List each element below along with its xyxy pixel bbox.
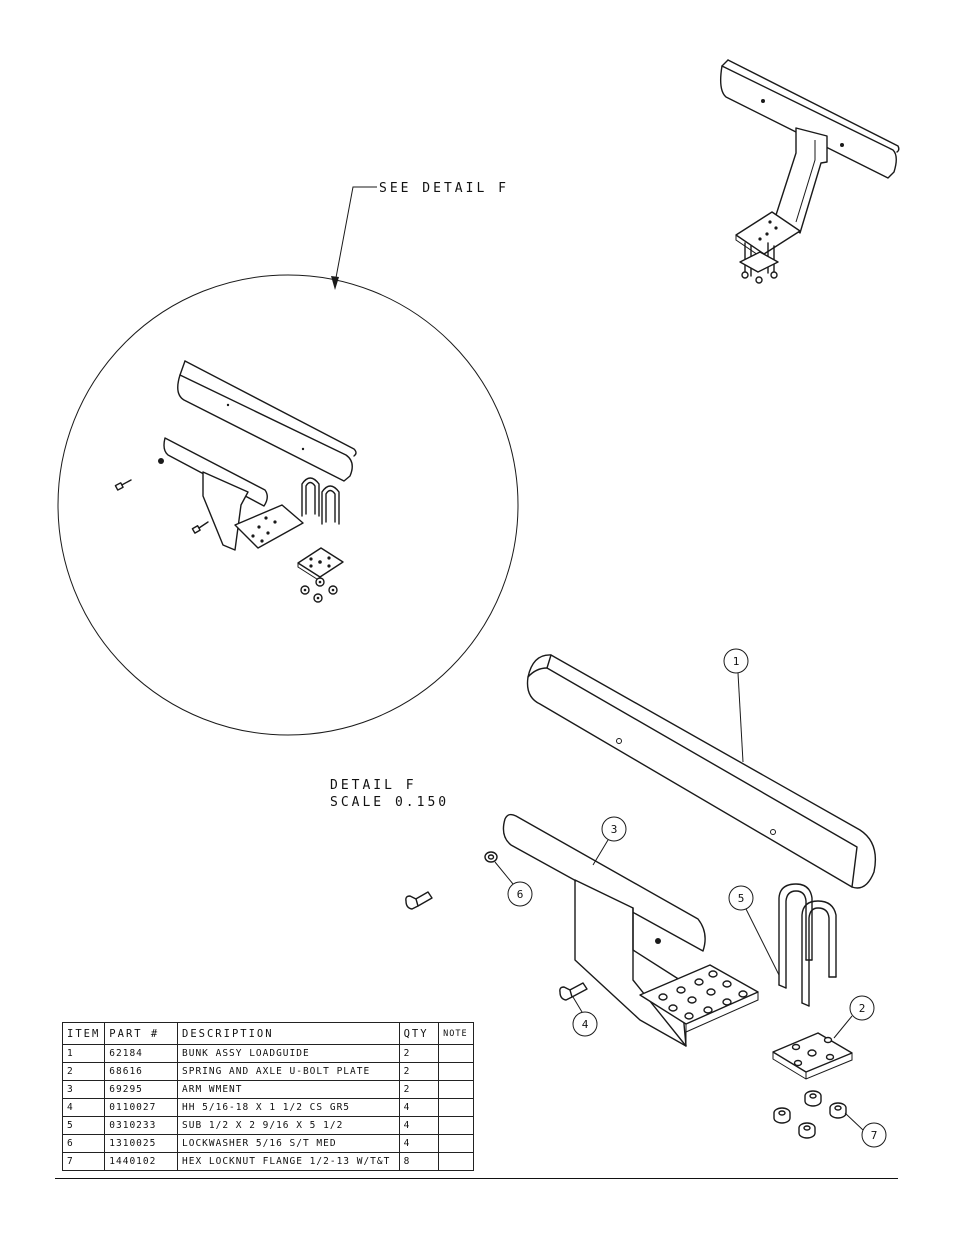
bom-part: 1310025 xyxy=(104,1134,179,1153)
bom-description: HEX LOCKNUT FLANGE 1/2-13 W/T&T xyxy=(177,1152,400,1171)
bom-header-part: PART # xyxy=(104,1022,179,1045)
assembled-bunk xyxy=(719,59,900,179)
callout-7: 7 xyxy=(844,1112,887,1148)
detail-arm xyxy=(163,437,304,551)
bom-item: 5 xyxy=(61,1116,106,1135)
bom-part: 0310233 xyxy=(104,1116,179,1135)
callout-5: 5 xyxy=(728,885,780,976)
table-row: 6 1310025 LOCKWASHER 5/16 S/T MED 4 xyxy=(61,1134,474,1153)
bom-header-note: NOTE xyxy=(438,1022,474,1045)
assembled-view xyxy=(719,59,900,284)
bom-header-qty: QTY xyxy=(398,1022,440,1045)
hex-bolt-upper xyxy=(405,891,433,910)
bom-header-row: ITEM PART # DESCRIPTION QTY NOTE xyxy=(61,1022,474,1045)
svg-text:4: 4 xyxy=(582,1018,589,1031)
assembled-plate xyxy=(735,211,801,260)
bom-item: 2 xyxy=(61,1062,106,1081)
bom-item: 3 xyxy=(61,1080,106,1099)
bom-note xyxy=(438,1152,474,1171)
bom-part: 1440102 xyxy=(104,1152,179,1171)
bom-qty: 4 xyxy=(398,1116,440,1135)
bom-note xyxy=(438,1062,474,1081)
assembled-ubolts xyxy=(739,242,779,284)
bom-qty: 2 xyxy=(398,1062,440,1081)
callout-4: 4 xyxy=(572,996,598,1037)
bom-description: SPRING AND AXLE U-BOLT PLATE xyxy=(177,1062,400,1081)
svg-text:3: 3 xyxy=(611,823,618,836)
bom-note xyxy=(438,1134,474,1153)
bom-part: 68616 xyxy=(104,1062,179,1081)
bom-qty: 2 xyxy=(398,1080,440,1099)
svg-text:7: 7 xyxy=(871,1129,878,1142)
bom-item: 6 xyxy=(61,1134,106,1153)
detail-ubolt-plate xyxy=(297,547,344,582)
detail-bolts xyxy=(114,479,209,534)
bom-part: 0110027 xyxy=(104,1098,179,1117)
bom-description: SUB 1/2 X 2 9/16 X 5 1/2 xyxy=(177,1116,400,1135)
bunk-board xyxy=(526,654,877,889)
bom-qty: 4 xyxy=(398,1098,440,1117)
bom-description: ARM WMENT xyxy=(177,1080,400,1099)
detail-circle xyxy=(57,274,519,736)
bom-qty: 4 xyxy=(398,1134,440,1153)
lockwasher xyxy=(484,851,498,863)
u-bolt-plate xyxy=(772,1032,853,1080)
bom-note xyxy=(438,1116,474,1135)
svg-text:2: 2 xyxy=(859,1002,866,1015)
bom-part: 62184 xyxy=(104,1044,179,1063)
svg-text:1: 1 xyxy=(733,655,740,668)
detail-bunk xyxy=(177,360,357,482)
detail-scale: SCALE 0.150 xyxy=(330,795,449,810)
detail-caption: DETAIL F SCALE 0.150 xyxy=(330,778,449,810)
bom-header-description: DESCRIPTION xyxy=(177,1022,400,1045)
bom-note xyxy=(438,1044,474,1063)
table-row: 3 69295 ARM WMENT 2 xyxy=(61,1080,474,1099)
bom-note xyxy=(438,1098,474,1117)
svg-text:5: 5 xyxy=(738,892,745,905)
hex-bolt-lower xyxy=(559,982,588,1001)
locknuts xyxy=(773,1090,847,1139)
bom-header-item: ITEM xyxy=(61,1022,106,1045)
see-detail-label: SEE DETAIL F xyxy=(379,181,509,196)
bom-description: BUNK ASSY LOADGUIDE xyxy=(177,1044,400,1063)
table-row: 7 1440102 HEX LOCKNUT FLANGE 1/2-13 W/T&… xyxy=(61,1152,474,1171)
table-row: 2 68616 SPRING AND AXLE U-BOLT PLATE 2 xyxy=(61,1062,474,1081)
bom-description: LOCKWASHER 5/16 S/T MED xyxy=(177,1134,400,1153)
svg-text:6: 6 xyxy=(517,888,524,901)
bom-qty: 2 xyxy=(398,1044,440,1063)
callout-1: 1 xyxy=(723,648,749,763)
bom-part: 69295 xyxy=(104,1080,179,1099)
detail-nuts xyxy=(300,577,338,603)
detail-boundary xyxy=(57,274,519,736)
detail-title: DETAIL F xyxy=(330,778,417,793)
detail-lockwasher xyxy=(158,458,164,464)
bom-item: 1 xyxy=(61,1044,106,1063)
bill-of-materials: ITEM PART # DESCRIPTION QTY NOTE 1 62184… xyxy=(61,1022,474,1171)
detail-ubolts xyxy=(301,477,340,525)
table-row: 1 62184 BUNK ASSY LOADGUIDE 2 xyxy=(61,1044,474,1063)
arm-weldment xyxy=(502,813,759,1047)
bom-item: 7 xyxy=(61,1152,106,1171)
bom-description: HH 5/16-18 X 1 1/2 CS GR5 xyxy=(177,1098,400,1117)
table-row: 5 0310233 SUB 1/2 X 2 9/16 X 5 1/2 4 xyxy=(61,1116,474,1135)
u-bolts xyxy=(778,883,837,1007)
plate-holes xyxy=(658,970,748,1020)
callout-2: 2 xyxy=(833,995,875,1039)
table-row: 4 0110027 HH 5/16-18 X 1 1/2 CS GR5 4 xyxy=(61,1098,474,1117)
bom-note xyxy=(438,1080,474,1099)
bom-item: 4 xyxy=(61,1098,106,1117)
bom-qty: 8 xyxy=(398,1152,440,1171)
callout-3: 3 xyxy=(592,816,627,866)
see-detail-callout: SEE DETAIL F xyxy=(331,181,509,290)
assembled-arm xyxy=(775,127,828,234)
exploded-view: 1 2 3 4 5 6 7 xyxy=(405,648,887,1148)
bottom-rule xyxy=(55,1178,898,1179)
callout-6: 6 xyxy=(494,861,533,907)
